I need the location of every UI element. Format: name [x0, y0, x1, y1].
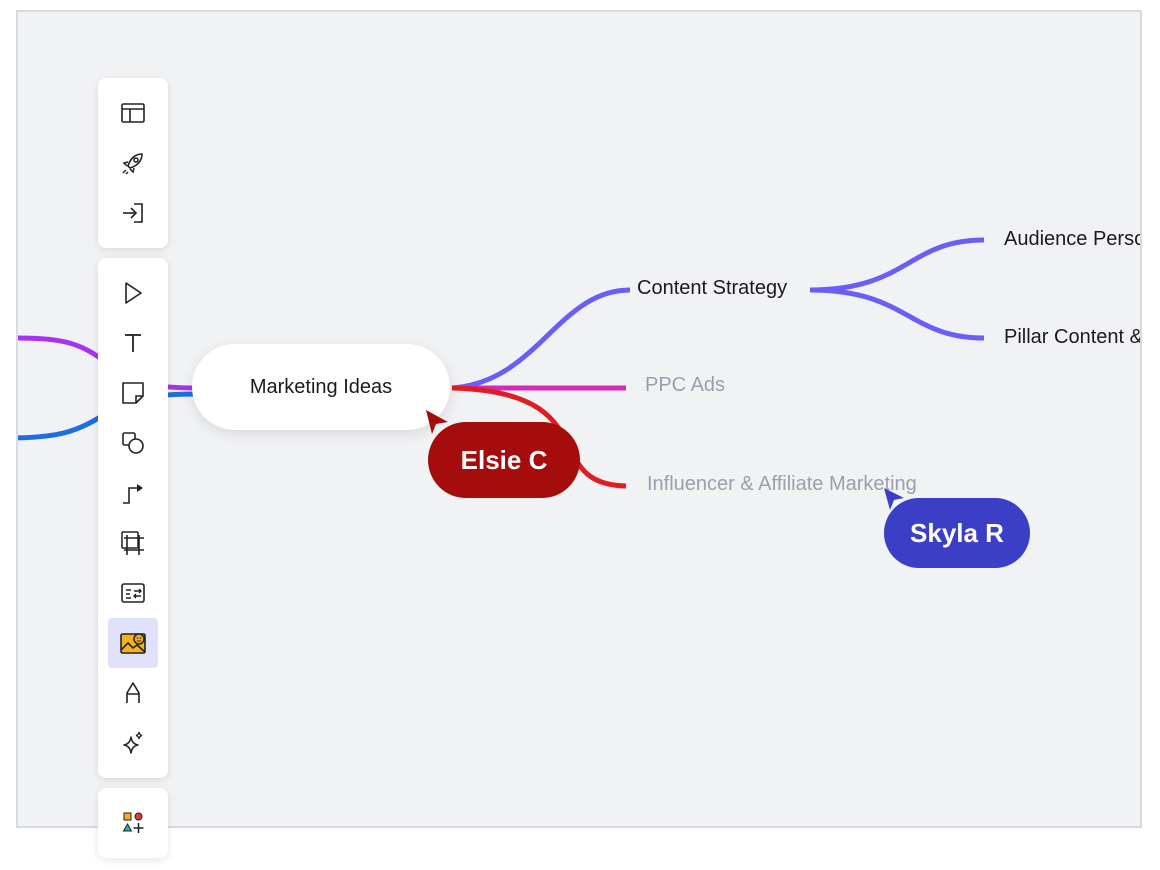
- sub-branch-audience: [809, 237, 985, 293]
- more-shapes-icon: [122, 812, 144, 833]
- ai-sparkle-tool[interactable]: [108, 718, 158, 768]
- elsie-cursor-label: Elsie C: [428, 422, 580, 498]
- card-tool[interactable]: [108, 568, 158, 618]
- pen-tool[interactable]: [108, 668, 158, 718]
- central-node-label: Marketing Ideas: [249, 375, 393, 398]
- text-icon: [125, 334, 141, 352]
- templates-icon: [121, 103, 145, 123]
- pen-icon: [126, 682, 140, 703]
- toolbar-top-group: [98, 78, 168, 248]
- whiteboard-canvas[interactable]: Marketing Ideas Content Strategy PPC Ads…: [16, 10, 1142, 828]
- sub-branch-pillar: [809, 287, 985, 341]
- node-content-strategy[interactable]: Content Strategy: [637, 277, 788, 299]
- connector-icon: [123, 484, 143, 504]
- node-audience-persona[interactable]: Audience Perso: [1004, 228, 1142, 250]
- rocket-button[interactable]: [108, 138, 158, 188]
- toolbar-bottom-group: [98, 788, 168, 858]
- import-button[interactable]: [108, 188, 158, 238]
- more-shapes-button[interactable]: [108, 798, 158, 848]
- image-sticker-tool[interactable]: [108, 618, 158, 668]
- elsie-cursor-icon: [426, 410, 448, 434]
- node-pillar-content[interactable]: Pillar Content &: [1004, 326, 1142, 348]
- select-icon: [125, 282, 142, 304]
- frame-icon: [121, 531, 144, 555]
- skyla-cursor-icon: [884, 488, 904, 510]
- frame-tool[interactable]: [108, 518, 158, 568]
- shapes-icon: [122, 432, 144, 454]
- central-node[interactable]: Marketing Ideas: [192, 344, 450, 430]
- branch-content-strategy: [451, 287, 631, 391]
- node-influencer-affiliate[interactable]: Influencer & Affiliate Marketing: [647, 473, 917, 495]
- sticky-note-tool[interactable]: [108, 368, 158, 418]
- card-icon: [121, 583, 145, 603]
- text-tool[interactable]: [108, 318, 158, 368]
- shapes-tool[interactable]: [108, 418, 158, 468]
- connector-tool[interactable]: [108, 468, 158, 518]
- templates-button[interactable]: [108, 88, 158, 138]
- import-icon: [123, 203, 143, 223]
- node-ppc-ads[interactable]: PPC Ads: [645, 374, 726, 396]
- rocket-icon: [122, 153, 143, 175]
- image-sticker-icon: [120, 633, 146, 654]
- sticky-note-icon: [122, 382, 144, 404]
- ai-sparkle-icon: [123, 731, 143, 754]
- mindmap-connectors: [18, 237, 985, 489]
- select-tool[interactable]: [108, 268, 158, 318]
- toolbar-main-group: [98, 258, 168, 778]
- skyla-cursor-label: Skyla R: [884, 498, 1030, 568]
